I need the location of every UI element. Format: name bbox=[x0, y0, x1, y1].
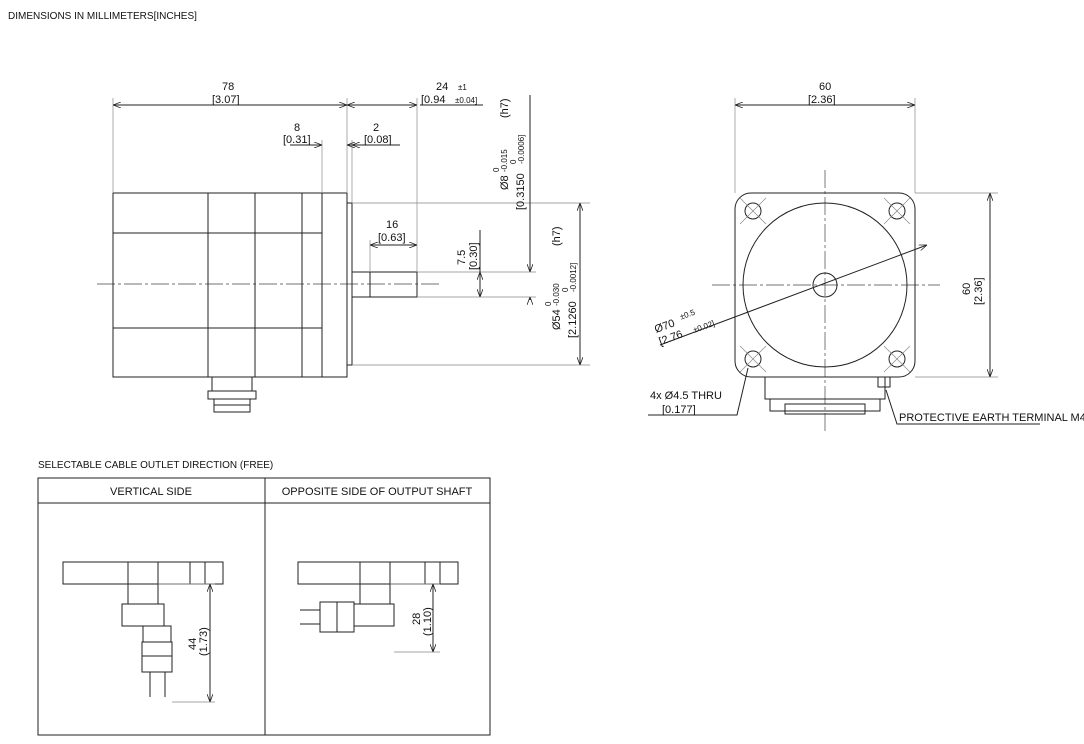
motor-body bbox=[112, 192, 323, 378]
opposite-side-figure: 28 (1.10) bbox=[297, 561, 459, 653]
cable-outlet-section: SELECTABLE CABLE OUTLET DIRECTION (FREE)… bbox=[37, 460, 491, 736]
svg-text:0: 0 bbox=[561, 287, 570, 292]
side-cable-connector bbox=[207, 376, 257, 413]
svg-text:±0.5: ±0.5 bbox=[679, 308, 697, 322]
earth-terminal-callout: PROTECTIVE EARTH TERMINAL M4 bbox=[899, 412, 1084, 424]
dim-flat-depth-mm: 7.5 bbox=[456, 250, 468, 265]
front-connector bbox=[764, 376, 891, 415]
dim-vertical-outlet-in: (1.73) bbox=[198, 627, 210, 656]
dim-flat-mm: 16 bbox=[386, 219, 398, 231]
dim-flange-mm: 8 bbox=[294, 122, 300, 134]
dim-pilot-mm: 2 bbox=[373, 122, 379, 134]
svg-text:(h7): (h7) bbox=[499, 98, 511, 118]
dim-length-in: [3.07] bbox=[212, 94, 240, 106]
holes-callout-in: [0.177] bbox=[662, 404, 696, 416]
output-shaft bbox=[351, 271, 418, 298]
side-view: 78 [3.07] 24 ±1 [0.94 ±0.04] 8 [0.31] 2 … bbox=[97, 81, 590, 413]
motor-housing-circle bbox=[742, 202, 908, 368]
svg-text:-0.030: -0.030 bbox=[552, 283, 561, 306]
dim-shaft-diameter: Ø8 0 -0.015 [0.3150 0 -0.0006] (h7) bbox=[492, 98, 527, 210]
dim-shaft-length-in: [0.94 bbox=[421, 94, 445, 106]
dim-vertical-outlet-mm: 44 bbox=[187, 638, 199, 650]
dim-length-mm: 78 bbox=[222, 81, 234, 93]
dim-flange-in: [0.31] bbox=[283, 134, 311, 146]
svg-text:0: 0 bbox=[509, 159, 518, 164]
holes-callout: 4x Ø4.5 THRU bbox=[650, 390, 722, 402]
dim-pilot-in: [0.08] bbox=[364, 134, 392, 146]
dim-flat-depth-in: [0.30] bbox=[468, 242, 480, 270]
svg-text:[2.1260: [2.1260 bbox=[567, 301, 579, 338]
vertical-side-figure: 44 (1.73) bbox=[62, 561, 224, 703]
svg-text:±0.04]: ±0.04] bbox=[455, 96, 477, 105]
svg-text:0: 0 bbox=[544, 301, 553, 306]
dim-height-in: [2.36] bbox=[973, 277, 985, 305]
svg-text:±1: ±1 bbox=[458, 83, 467, 92]
dim-width-mm: 60 bbox=[819, 81, 831, 93]
svg-text:-0.0012]: -0.0012] bbox=[569, 263, 578, 292]
dim-flat-in: [0.63] bbox=[378, 232, 406, 244]
shaft-end bbox=[812, 272, 838, 298]
dim-bolt-circle: Ø70 ±0.5 [2.76 ±0.02] bbox=[653, 308, 716, 348]
dim-pilot-diameter: Ø54 0 -0.030 [2.1260 0 -0.0012] (h7) bbox=[544, 226, 579, 338]
column-vertical-side: VERTICAL SIDE bbox=[110, 486, 192, 498]
svg-text:0: 0 bbox=[492, 167, 501, 172]
svg-text:Ø8: Ø8 bbox=[499, 175, 511, 190]
flange bbox=[321, 192, 348, 378]
drawing-header: DIMENSIONS IN MILLIMETERS[INCHES] bbox=[8, 11, 197, 22]
front-view: 60 [2.36] 60 [2.36] Ø70 ±0.5 [2.76 ±0.02… bbox=[648, 81, 1084, 432]
dim-shaft-length-mm: 24 bbox=[436, 81, 448, 93]
column-opposite-side: OPPOSITE SIDE OF OUTPUT SHAFT bbox=[282, 486, 473, 498]
dim-height-mm: 60 bbox=[961, 283, 973, 295]
dim-width-in: [2.36] bbox=[808, 94, 836, 106]
dim-opposite-outlet-mm: 28 bbox=[411, 613, 423, 625]
svg-text:[0.3150: [0.3150 bbox=[515, 173, 527, 210]
svg-text:-0.015: -0.015 bbox=[500, 149, 509, 172]
svg-text:Ø54: Ø54 bbox=[551, 309, 563, 330]
mounting-holes bbox=[739, 197, 911, 373]
svg-text:(h7): (h7) bbox=[551, 226, 563, 246]
svg-text:±0.02]: ±0.02] bbox=[692, 319, 716, 335]
svg-text:-0.0006]: -0.0006] bbox=[517, 135, 526, 164]
cable-section-title: SELECTABLE CABLE OUTLET DIRECTION (FREE) bbox=[38, 460, 273, 471]
dim-opposite-outlet-in: (1.10) bbox=[422, 607, 434, 636]
